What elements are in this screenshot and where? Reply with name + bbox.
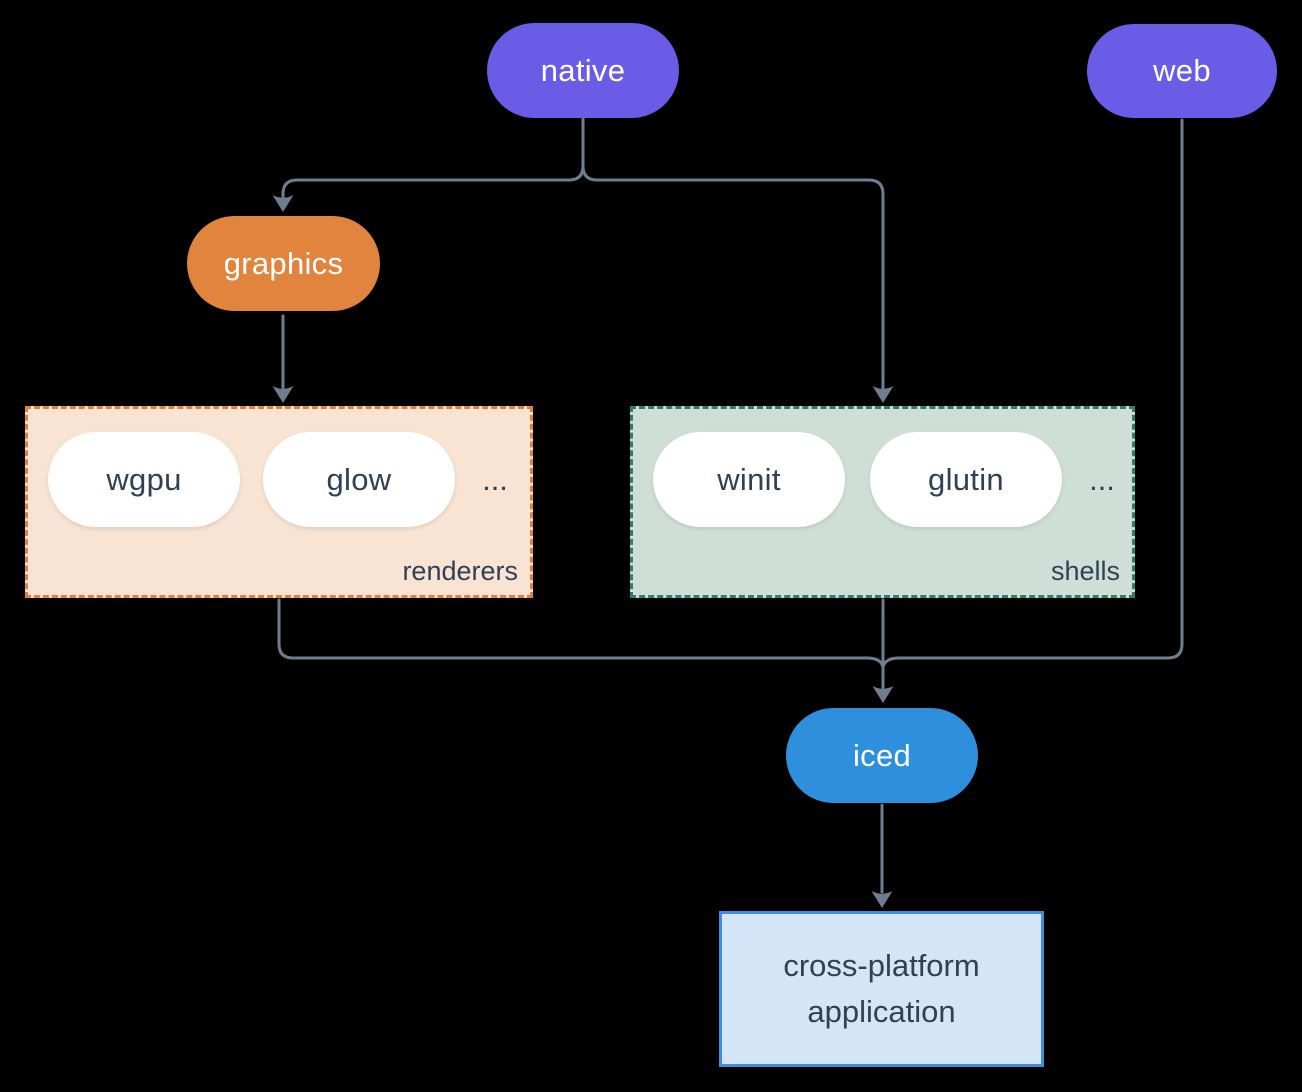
node-web-label: web <box>1153 53 1211 88</box>
shells-ellipsis: ... <box>1089 461 1115 497</box>
arrowhead-renderers <box>272 386 294 403</box>
group-renderers-label: renderers <box>402 556 518 586</box>
edge-renderers-to-iced <box>277 598 885 669</box>
renderers-ellipsis: ... <box>482 461 508 497</box>
edge-native-to-shells <box>581 164 885 390</box>
group-shells: winit glutin ... shells <box>630 406 1135 598</box>
node-native: native <box>487 23 679 118</box>
app-label-line2: application <box>807 994 956 1029</box>
group-renderers: wgpu glow ... renderers <box>25 406 533 598</box>
node-cross-platform-application: cross-platform application <box>719 911 1044 1067</box>
pill-wgpu: wgpu <box>48 432 240 527</box>
arrowhead-iced <box>872 686 894 703</box>
pill-glutin: glutin <box>870 432 1062 527</box>
node-iced-label: iced <box>852 737 912 773</box>
arrowhead-shells <box>872 386 894 403</box>
pill-glow-label: glow <box>326 461 392 497</box>
arrowhead-graphics <box>272 195 294 212</box>
pill-winit-label: winit <box>717 461 781 497</box>
arrowhead-app <box>871 891 893 908</box>
node-iced: iced <box>786 708 978 803</box>
edge-native-to-graphics <box>281 164 585 200</box>
node-native-label: native <box>540 52 626 88</box>
pill-winit: winit <box>653 432 845 527</box>
node-graphics: graphics <box>187 216 380 311</box>
pill-glutin-label: glutin <box>928 461 1004 497</box>
pill-glow: glow <box>263 432 455 527</box>
app-label-line1: cross-platform <box>783 948 980 983</box>
node-web: web <box>1087 24 1277 118</box>
node-graphics-label: graphics <box>223 245 344 281</box>
edge-web-to-iced <box>881 118 1184 669</box>
pill-wgpu-label: wgpu <box>106 461 182 497</box>
group-shells-label: shells <box>1050 556 1120 586</box>
